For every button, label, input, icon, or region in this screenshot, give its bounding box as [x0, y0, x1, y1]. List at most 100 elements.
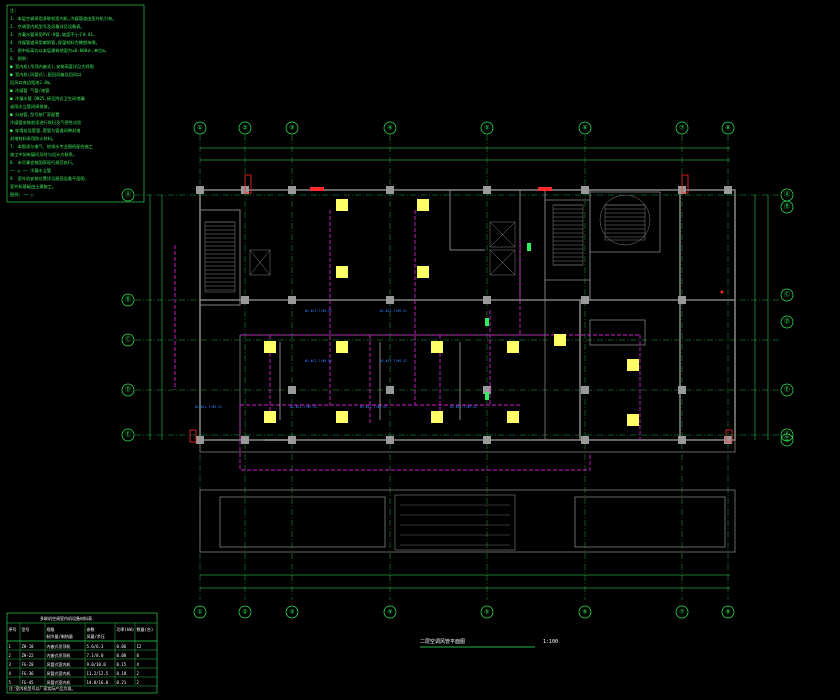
- column: [288, 296, 296, 304]
- indoor-unit: [507, 411, 519, 423]
- axis-bubble-top: ⑧: [721, 121, 735, 135]
- axis-bubble-right: Ⓒ: [780, 288, 794, 302]
- table-header: 参数: [87, 626, 95, 632]
- note-line: 冷媒管安装前须进行吹扫及气密性试验: [10, 119, 82, 126]
- indoor-unit: [336, 341, 348, 353]
- note-line: 1. 本层空调采用多联机室内机,冷媒管道由室外机引来。: [10, 15, 116, 22]
- table-cell: 2: [137, 671, 140, 676]
- indoor-unit: [507, 341, 519, 353]
- svg-text:②: ②: [242, 125, 247, 132]
- indoor-unit: [336, 266, 348, 278]
- column: [241, 296, 249, 304]
- svg-text:Ⓑ: Ⓑ: [125, 296, 131, 304]
- table-cell: 2: [9, 653, 12, 658]
- table-cell: 2: [137, 680, 140, 685]
- axis-bubble-top: ⑤: [480, 121, 494, 135]
- table-cell: ZH-22: [22, 653, 35, 658]
- note-line: 图例: —— ○: [10, 191, 34, 198]
- pipe-tag: W1-Φ12.7/Φ9.52: [305, 309, 332, 313]
- axis-bubble-bottom: ⑧: [721, 605, 735, 619]
- svg-text:④: ④: [387, 609, 392, 616]
- note-line: ■ 室内机(吊顶内嵌式),安装高度详见大样图: [10, 63, 94, 70]
- column: [678, 386, 686, 394]
- svg-text:Ⓒ: Ⓒ: [784, 291, 790, 299]
- table-cell: 0.18: [117, 671, 127, 676]
- axis-bubble-top: ⑥: [578, 121, 592, 135]
- column: [724, 186, 732, 194]
- axis-bubble-left: Ⓔ: [121, 428, 135, 442]
- note-line: ■ 冷凝水管 DN25,接至附近卫生间地漏: [10, 95, 85, 102]
- note-line: 封堵材料采用防火材料。: [10, 135, 56, 142]
- column: [678, 296, 686, 304]
- table-footer: 注:室内机型号以厂家实际产品为准。: [9, 685, 75, 691]
- table-cell: 7.1/8.0: [87, 653, 104, 658]
- table-cell: FG-36: [22, 671, 35, 676]
- svg-text:①: ①: [197, 125, 202, 132]
- note-line: 2. 空调室内机型号及风量详见设备表。: [10, 23, 85, 30]
- table-cell: 9.0/10.0: [87, 662, 107, 667]
- column: [581, 436, 589, 444]
- table-cell: ZH-18: [22, 644, 35, 649]
- column: [581, 386, 589, 394]
- svg-text:④: ④: [387, 125, 392, 132]
- drawing-scale: 1:100: [543, 639, 558, 645]
- axis-bubble-right: Ⓐ: [780, 188, 794, 202]
- table-cell: 4: [137, 662, 140, 667]
- column: [483, 296, 491, 304]
- indoor-unit: [336, 411, 348, 423]
- table-subheader: 制冷量/制热量: [47, 633, 73, 639]
- table-header: 数量(台): [137, 626, 154, 632]
- axis-bubble-right: Ⓑ: [780, 200, 794, 214]
- column: [724, 436, 732, 444]
- note-line: —— ◎ —— 冷凝水立管: [10, 167, 51, 174]
- axis-bubble-top: ②: [238, 121, 252, 135]
- axis-bubble-right: Ⓖ: [780, 433, 794, 447]
- note-line: 回风口底边距地2.8m。: [10, 79, 54, 86]
- pipe-tag: W1-Φ12.7/Φ9.52: [380, 309, 407, 313]
- stairs: [204, 194, 651, 293]
- table-cell: 风管式室内机: [47, 679, 71, 685]
- column: [241, 436, 249, 444]
- axis-bubble-right: Ⓓ: [780, 315, 794, 329]
- table-cell: 风管式室内机: [47, 661, 71, 667]
- svg-text:Ⓖ: Ⓖ: [784, 436, 790, 444]
- indoor-unit: [417, 266, 429, 278]
- note-line: ■ 分歧管,型号按厂家配置: [10, 111, 59, 118]
- table-header: 型号: [22, 626, 30, 632]
- drawing-title-block: 二层空调风管平面图 1:100: [420, 638, 558, 648]
- axis-bubble-left: Ⓒ: [121, 333, 135, 347]
- column: [581, 186, 589, 194]
- axis-bubble-bottom: ③: [285, 605, 299, 619]
- svg-text:Ⓓ: Ⓓ: [125, 386, 131, 394]
- column: [386, 436, 394, 444]
- table-cell: 11.2/12.5: [87, 671, 109, 676]
- note-line: 9. 室外机安装位置详见屋面设备平面图,: [10, 175, 87, 182]
- axis-bubble-right: Ⓕ: [780, 428, 794, 442]
- table-cell: 0.06: [117, 644, 127, 649]
- axis-bubble-top: ⑦: [675, 121, 689, 135]
- indoor-unit: [627, 414, 639, 426]
- svg-text:⑧: ⑧: [725, 125, 730, 132]
- pipe-tag: W1-Φ12.7/Φ9.52: [305, 359, 332, 363]
- svg-text:Ⓐ: Ⓐ: [784, 191, 790, 199]
- equipment-table: 多联机空调室内机设备材料表 序号型号规格参数功率(kW)数量(台)制冷量/制热量…: [6, 612, 158, 694]
- condensate-risers: [485, 243, 531, 400]
- notes-heading: 注:: [10, 7, 17, 14]
- svg-text:Ⓔ: Ⓔ: [784, 386, 790, 394]
- note-line: 7. 本图须与电气、给排水专业图纸配合施工: [10, 143, 93, 150]
- note-line: ■ 穿墙处设套管,套管与管道间隙封堵: [10, 127, 81, 134]
- condensate-pipes: [265, 342, 461, 441]
- table-cell: 12: [137, 644, 142, 649]
- svg-text:⑧: ⑧: [725, 609, 730, 616]
- table-cell: 0.08: [117, 653, 127, 658]
- table-cell: 4: [9, 671, 12, 676]
- columns: [196, 186, 732, 444]
- svg-text:⑥: ⑥: [582, 609, 587, 616]
- table-cell: FG-45: [22, 680, 35, 685]
- indoor-unit: [431, 341, 443, 353]
- axis-bubble-bottom: ①: [193, 605, 207, 619]
- note-line: ■ 冷媒管 气管/液管: [10, 87, 49, 94]
